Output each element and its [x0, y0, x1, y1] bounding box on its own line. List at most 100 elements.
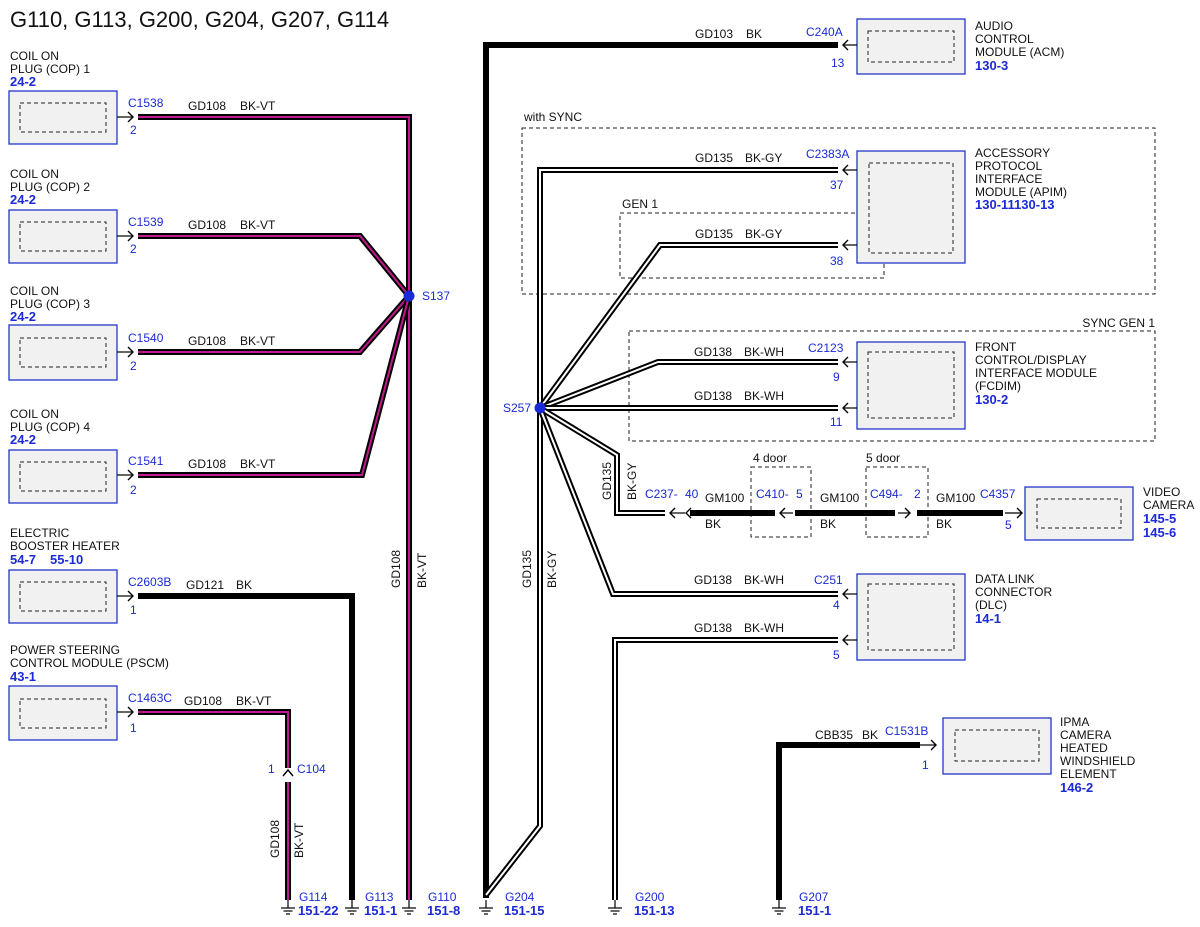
- cop4-ref[interactable]: 24-2: [10, 432, 36, 447]
- c251-id: C251: [814, 573, 843, 587]
- bkgy-vertical-label: BK-GY: [545, 551, 559, 588]
- module-video-camera[interactable]: [1024, 486, 1134, 541]
- c4357-pin: 5: [1005, 518, 1012, 532]
- splice-s257-dot: [534, 402, 546, 414]
- cop1-ref[interactable]: 24-2: [10, 74, 36, 89]
- c1463c-pin: 1: [130, 721, 137, 735]
- camera-ref[interactable]: 145-5: [1143, 511, 1176, 526]
- module-cop1[interactable]: [8, 90, 118, 145]
- ground-g114-ref[interactable]: 151-22: [298, 903, 338, 918]
- cop2-name-2: PLUG (COP) 2: [10, 180, 90, 194]
- c1539-pin: 2: [130, 242, 137, 256]
- pscm-wire-color: BK-VT: [236, 694, 272, 708]
- c1539-wire-color: BK-VT: [240, 218, 276, 232]
- ground-g114-id: G114: [299, 890, 328, 904]
- module-cop4[interactable]: [8, 449, 118, 504]
- ground-g207-id: G207: [799, 890, 829, 904]
- cop2-ref[interactable]: 24-2: [10, 192, 36, 207]
- diagram-title: G110, G113, G200, G204, G207, G114: [10, 7, 389, 32]
- ground-g110-ref[interactable]: 151-8: [427, 903, 460, 918]
- c251-pin-5: 5: [833, 648, 840, 662]
- gm100-color-2: BK: [820, 517, 836, 531]
- ground-g204-id: G204: [505, 890, 535, 904]
- gm100-color-3: BK: [936, 517, 952, 531]
- cop3-name-1: COIL ON: [10, 284, 59, 298]
- heater-ref[interactable]: 54-7: [10, 552, 36, 567]
- c240a-pin: 13: [831, 56, 845, 70]
- ground-g200-ref[interactable]: 151-13: [634, 903, 674, 918]
- c2383a-pin-37: 37: [830, 178, 844, 192]
- gd135-vertical-label: GD135: [520, 550, 534, 588]
- door4-box: [750, 466, 812, 538]
- acm-name-1: AUDIO: [975, 19, 1013, 33]
- ground-g204-ref[interactable]: 151-15: [504, 903, 544, 918]
- fcdim-name-1: FRONT: [975, 340, 1017, 354]
- fcdim-name-2: CONTROL/DISPLAY: [975, 353, 1087, 367]
- apim-wire2-label: GD135: [695, 227, 733, 241]
- ground-g207-ref[interactable]: 151-1: [798, 903, 831, 918]
- module-fcdim[interactable]: [856, 341, 966, 430]
- with-sync-box: [521, 127, 1156, 295]
- module-apim[interactable]: [856, 150, 966, 264]
- module-ipma[interactable]: [942, 717, 1052, 775]
- cbb35-color: BK: [862, 728, 878, 742]
- acm-name-3: MODULE (ACM): [975, 45, 1064, 59]
- module-acm[interactable]: [856, 18, 966, 75]
- wire-gd138-dlc: [612, 637, 838, 900]
- apim-name-1: ACCESSORY: [975, 146, 1050, 160]
- dlc-ref[interactable]: 14-1: [975, 611, 1001, 626]
- camera-ref2[interactable]: 145-6: [1143, 525, 1176, 540]
- module-cop2[interactable]: [8, 209, 118, 264]
- gd121-color: BK: [236, 578, 252, 592]
- apim-name-4: MODULE (APIM): [975, 185, 1067, 199]
- apim-ref[interactable]: 130-11130-13: [975, 197, 1055, 212]
- ipma-name-1: IPMA: [1060, 715, 1089, 729]
- wire-gd108-vertical-label: GD108: [389, 550, 403, 588]
- module-dlc[interactable]: [856, 573, 966, 661]
- sync-gen1-box: [628, 330, 1156, 442]
- pscm-name-2: CONTROL MODULE (PSCM): [10, 656, 169, 670]
- ground-icon: [607, 899, 623, 915]
- module-electric-booster-heater[interactable]: [8, 569, 118, 624]
- ipma-name-2: CAMERA: [1060, 728, 1111, 742]
- gd121-label: GD121: [186, 578, 224, 592]
- gd135-c237-vertical-label: GD135: [600, 462, 614, 500]
- cop3-name-2: PLUG (COP) 3: [10, 297, 90, 311]
- c1540-pin: 2: [130, 359, 137, 373]
- cop4-name-2: PLUG (COP) 4: [10, 420, 90, 434]
- ground-g113-ref[interactable]: 151-1: [364, 903, 397, 918]
- fcdim-wire2-color: BK-WH: [744, 389, 784, 403]
- c2603b-id: C2603B: [128, 575, 171, 589]
- gm100-label-1: GM100: [705, 491, 745, 505]
- fcdim-ref[interactable]: 130-2: [975, 392, 1008, 407]
- ipma-ref[interactable]: 146-2: [1060, 780, 1093, 795]
- ground-icon: [344, 899, 360, 915]
- gm100-color-1: BK: [705, 517, 721, 531]
- module-cop3[interactable]: [8, 324, 118, 381]
- door5-box: [865, 466, 929, 538]
- c1541-id: C1541: [128, 454, 164, 468]
- cop3-ref[interactable]: 24-2: [10, 309, 36, 324]
- c1541-pin: 2: [130, 483, 137, 497]
- heater-name-1: ELECTRIC: [10, 526, 70, 540]
- acm-ref[interactable]: 130-3: [975, 58, 1008, 73]
- module-pscm[interactable]: [8, 685, 118, 741]
- wire-bkvt-vertical-label: BK-VT: [415, 552, 429, 588]
- camera-name-2: CAMERA: [1143, 498, 1194, 512]
- wire-gd108-group: [138, 114, 412, 900]
- c104-id: C104: [297, 762, 326, 776]
- ground-g113-id: G113: [365, 890, 394, 904]
- door4-label: 4 door: [753, 451, 787, 465]
- dlc-wire2-color: BK-WH: [744, 621, 784, 635]
- fcdim-name-4: (FCDIM): [975, 379, 1021, 393]
- dlc-wire2-label: GD138: [694, 621, 732, 635]
- pscm-ref[interactable]: 43-1: [10, 669, 36, 684]
- heater-ref2[interactable]: 55-10: [50, 552, 83, 567]
- c240a-id: C240A: [806, 25, 843, 39]
- c104-arrow-icon: [282, 768, 294, 777]
- apim-name-2: PROTOCOL: [975, 159, 1042, 173]
- ipma-name-3: HEATED: [1060, 741, 1108, 755]
- camera-name-1: VIDEO: [1143, 485, 1180, 499]
- c1541-wire-color: BK-VT: [240, 457, 276, 471]
- c1538-wire-label: GD108: [188, 99, 226, 113]
